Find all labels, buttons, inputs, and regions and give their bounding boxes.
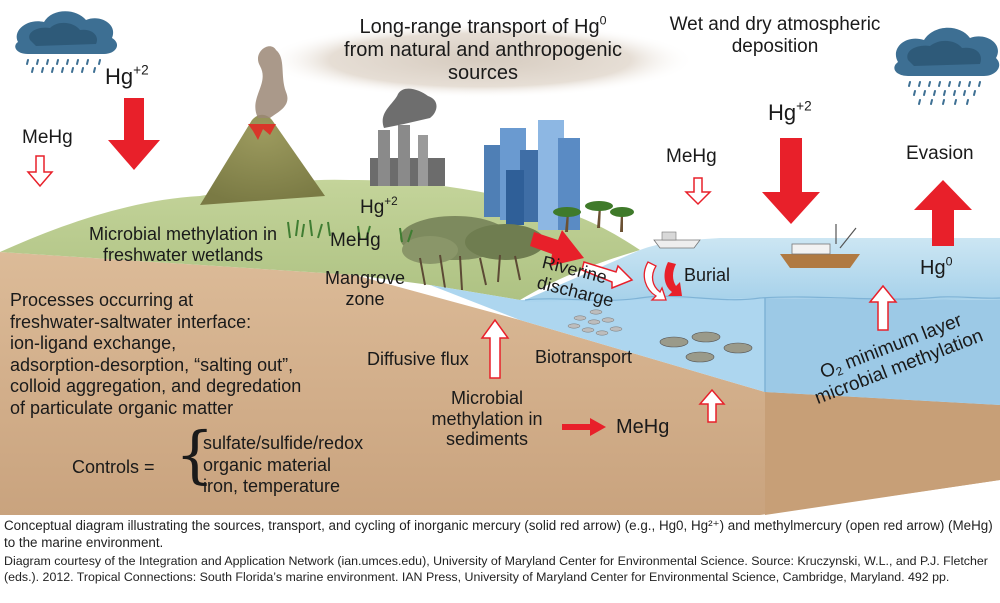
mercury-cycle-scene	[0, 11, 1000, 515]
open-arrow-right-mehg	[684, 177, 712, 206]
processes-line: adsorption-desorption, “salting out”,	[10, 354, 294, 375]
water-column-side	[765, 298, 1000, 405]
controls-list: sulfate/sulfide/redox organic material i…	[203, 433, 363, 498]
caption-main: Conceptual diagram illustrating the sour…	[4, 518, 993, 551]
solid-arrow-burial	[664, 262, 682, 296]
figure-caption: Conceptual diagram illustrating the sour…	[4, 517, 996, 585]
controls-label: Controls =	[72, 457, 155, 477]
mangrove-line2: zone	[345, 288, 385, 309]
wetlands-line1: Microbial methylation in	[88, 224, 278, 244]
processes-line: colloid aggregation, and degredation	[10, 376, 302, 397]
open-arrow-o2-layer	[868, 284, 898, 331]
open-arrow-left-mehg	[26, 155, 54, 188]
sediment-line2: methylation in	[431, 408, 543, 429]
solid-arrow-riverine	[530, 230, 584, 266]
open-arrow-burial	[643, 261, 667, 301]
title-line2: from natural and anthropogenic	[344, 39, 622, 61]
sediment-methylation-label: Microbial methylation in sediments	[412, 388, 562, 450]
volcano	[200, 114, 325, 205]
caption-credit: Diagram courtesy of the Integration and …	[4, 553, 988, 584]
processes-line: of particulate organic matter	[10, 397, 234, 418]
mangrove-trees	[400, 216, 545, 291]
open-arrow-riverine	[581, 261, 634, 290]
large-fish	[659, 331, 753, 363]
solid-arrow-evasion	[914, 180, 972, 246]
controls-item: iron, temperature	[203, 476, 341, 497]
right-hg2-label: Hg+2	[768, 98, 812, 125]
volcano-plume	[255, 46, 288, 118]
water-column-front	[430, 285, 765, 392]
smog-haze	[265, 22, 695, 98]
land-mehg-label: MeHg	[330, 230, 381, 251]
land-surface	[0, 179, 640, 300]
title-line3: sources	[447, 62, 519, 84]
controls-brace: {	[175, 418, 215, 491]
small-boat	[653, 231, 701, 249]
title-transport: Long-range transport of Hg0 from natural…	[303, 13, 663, 85]
deposition-line2: deposition	[731, 35, 819, 57]
processes-text: Processes occurring at freshwater-saltwa…	[10, 290, 301, 420]
burial-label: Burial	[684, 265, 731, 285]
evasion-label: Evasion	[906, 143, 974, 164]
mangrove-line1: Mangrove	[325, 268, 406, 288]
solid-arrow-right-deposition	[762, 138, 820, 224]
deposition-label: Wet and dry atmospheric deposition	[640, 14, 910, 58]
solid-arrow-left-deposition	[108, 98, 160, 170]
wetlands-label: Microbial methylation in freshwater wetl…	[68, 224, 298, 265]
biotransport-label: Biotransport	[535, 347, 633, 367]
open-arrow-sediment	[698, 388, 726, 423]
volcano-lava	[248, 124, 276, 140]
power-plant	[370, 88, 445, 186]
controls-item: sulfate/sulfide/redox	[203, 433, 364, 453]
mangrove-label: Mangrove zone	[325, 268, 405, 309]
wetlands-line2: freshwater wetlands	[102, 244, 264, 265]
processes-line: ion-ligand exchange,	[10, 333, 177, 354]
left-hg2-label: Hg+2	[105, 62, 149, 89]
diffusive-label: Diffusive flux	[367, 349, 469, 369]
land-hg2-label: Hg+2	[360, 194, 398, 218]
sediment-line3: sediments	[445, 429, 529, 450]
wetland-grass	[287, 219, 413, 243]
palm-trees	[553, 201, 634, 232]
city-skyline	[484, 120, 580, 230]
title-line1: Long-range transport of Hg0	[359, 13, 607, 38]
fish-school	[567, 309, 623, 336]
controls-item: organic material	[203, 454, 332, 475]
thermocline-line	[524, 295, 1000, 301]
solid-arrow-methylation	[562, 418, 606, 436]
sediment-line1: Microbial	[450, 388, 524, 408]
rain-cloud-left	[15, 11, 118, 73]
sediment-mehg-label: MeHg	[616, 416, 670, 438]
open-arrow-diffusive	[480, 318, 510, 379]
sediment-block	[0, 252, 1000, 515]
fishing-boat	[780, 224, 860, 268]
right-mehg-label: MeHg	[666, 146, 717, 167]
water-surface	[520, 238, 1000, 302]
left-mehg-label: MeHg	[22, 127, 73, 148]
rain-cloud-right	[894, 27, 1000, 105]
processes-line: freshwater-saltwater interface:	[10, 311, 252, 332]
deposition-line1: Wet and dry atmospheric	[669, 14, 881, 35]
processes-line: Processes occurring at	[10, 290, 194, 310]
sediment-side	[765, 392, 1000, 515]
right-hg0-label: Hg0	[920, 254, 953, 279]
